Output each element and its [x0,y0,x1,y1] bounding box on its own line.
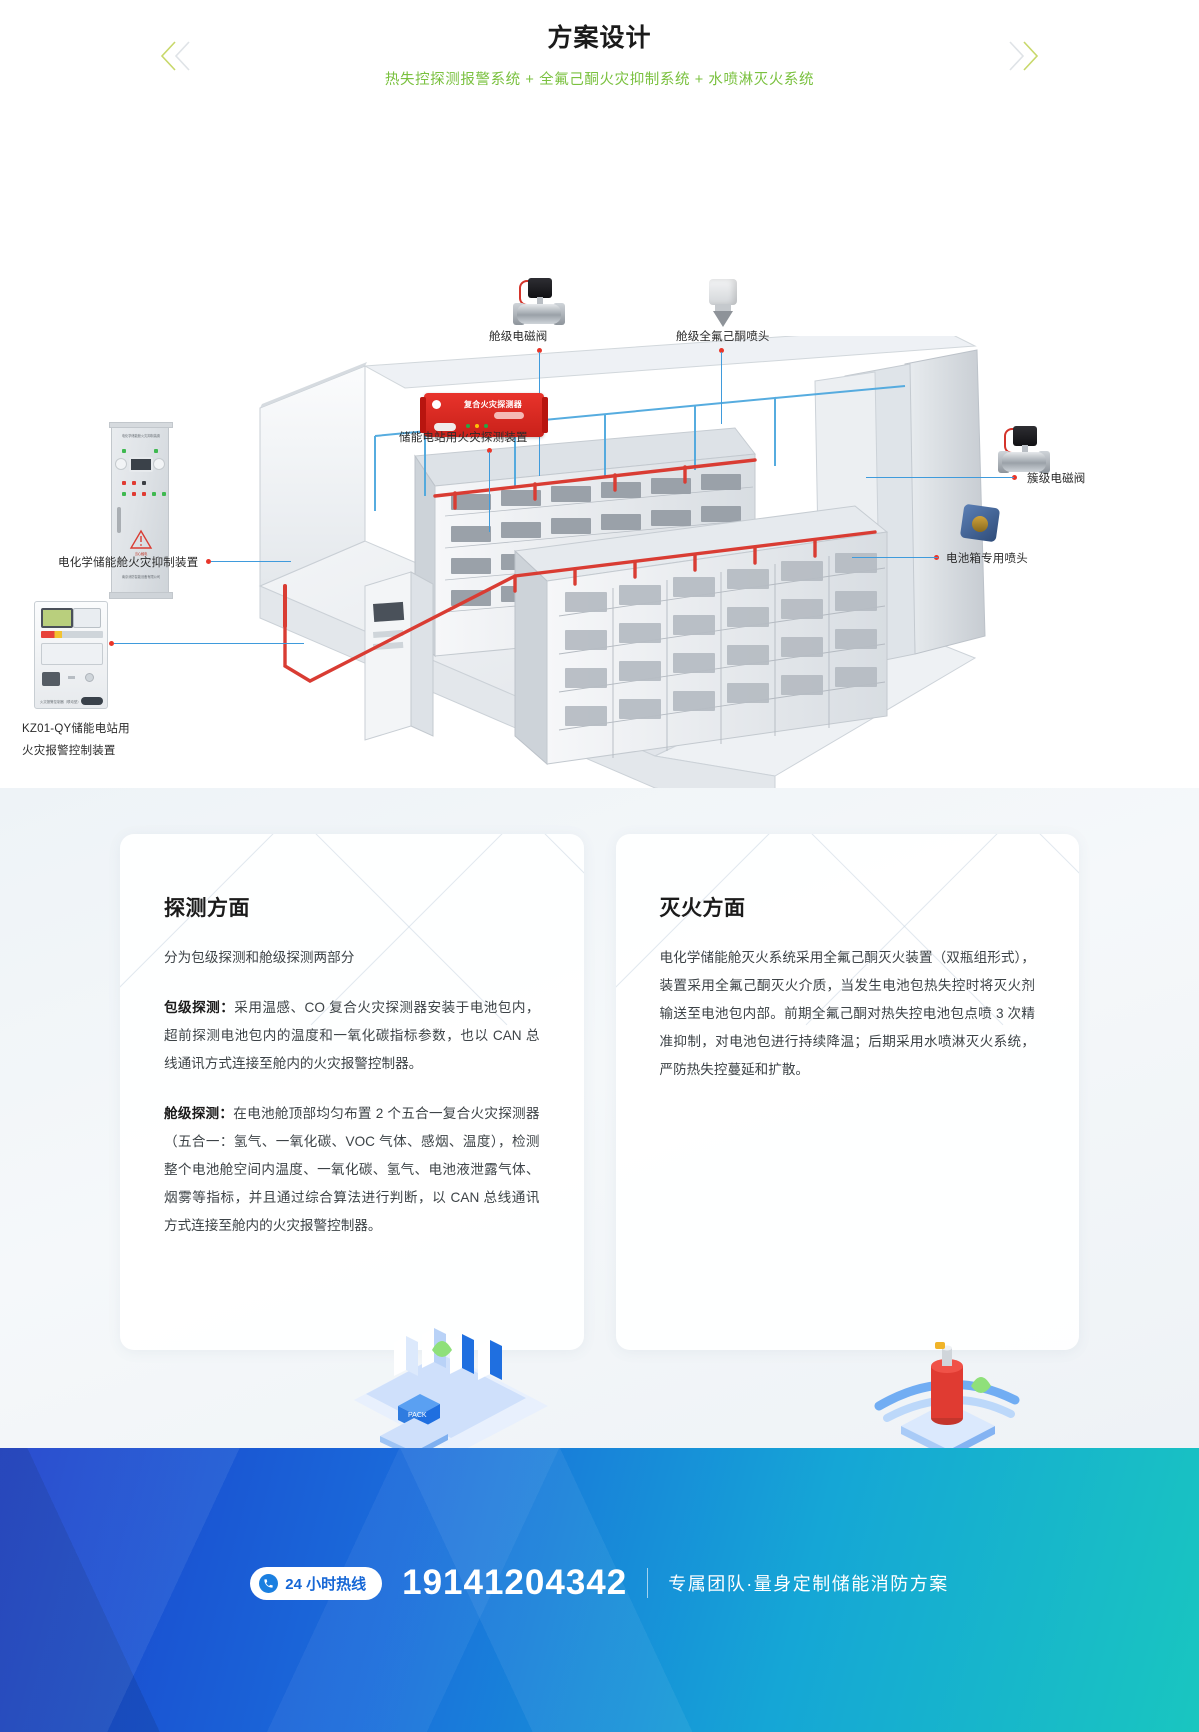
callout-label-cabin-solenoid-valve: 舱级电磁阀 [489,331,548,343]
callout-dot-cluster-solenoid-valve [1012,475,1017,480]
suppression-device-image: 电化学储能舱火灾抑制装置 当心触电 南京消防智能设备有限公司 [109,422,173,599]
hotline-label: 24 小时热线 [285,1575,367,1593]
diagram-section: 舱级电磁阀 舱级全氟己酮喷头 复合火灾探测器 储能电站用火灾探测装置 [0,96,1199,788]
callout-label-station-fire-detector: 储能电站用火灾探测装置 [399,432,528,444]
battery-box-nozzle-image [956,502,1004,546]
diagram-canvas: 舱级电磁阀 舱级全氟己酮喷头 复合火灾探测器 储能电站用火灾探测装置 [0,96,1199,788]
card-suppression-para-1-text: 电化学储能舱灭火系统采用全氟己酮灭火装置（双瓶组形式），装置采用全氟己酮灭火介质… [659,950,1036,1077]
cluster-solenoid-valve-image [996,424,1052,480]
callout-label-battery-box-nozzle: 电池箱专用喷头 [946,553,1028,565]
content-section: 探测方面 分为包级探测和舱级探测两部分 包级探测：采用温感、CO 复合火灾探测器… [0,788,1199,1454]
card-detection-title: 探测方面 [164,897,250,920]
footer-content: 24 小时热线 19141204342 专属团队·量身定制储能消防方案 [0,1448,1199,1732]
cards-row: 探测方面 分为包级探测和舱级探测两部分 包级探测：采用温感、CO 复合火灾探测器… [0,834,1199,1350]
card-detection-para-1-label: 包级探测： [164,1000,235,1015]
detector-device-name: 复合火灾探测器 [464,400,523,409]
card-detection-lead: 分为包级探测和舱级探测两部分 [164,944,540,972]
next-arrow-button[interactable] [991,36,1051,76]
footer-slogan: 专属团队·量身定制储能消防方案 [668,1574,949,1594]
page-header: 方案设计 热失控探测报警系统 + 全氟己酮火灾抑制系统 + 水喷淋灭火系统 [0,0,1199,96]
callout-line-cabin-novec-nozzle [721,352,722,424]
callout-label-cluster-solenoid-valve: 簇级电磁阀 [1027,473,1086,485]
callout-line-station-fire-detector [489,452,490,532]
pack-label: PACK [408,1412,427,1419]
callout-line-cluster-solenoid-valve [866,477,1014,478]
callout-line-battery-box-nozzle [852,557,938,558]
card-detection-para-2: 舱级探测：在电池舱顶部均匀布置 2 个五合一复合火灾探测器（五合一：氢气、一氧化… [164,1100,540,1240]
footer-bar: 24 小时热线 19141204342 专属团队·量身定制储能消防方案 [0,1448,1199,1732]
card-detection-para-2-label: 舱级探测： [164,1106,234,1121]
card-suppression-title: 灭火方面 [659,897,746,920]
card-detection: 探测方面 分为包级探测和舱级探测两部分 包级探测：采用温感、CO 复合火灾探测器… [120,834,584,1350]
callout-label-alarm-controller-line1: KZ01-QY储能电站用 [22,723,130,735]
callout-dot-cabin-solenoid-valve [537,348,542,353]
hotline-pill[interactable]: 24 小时热线 [250,1566,383,1600]
callout-label-cabin-novec-nozzle: 舱级全氟己酮喷头 [676,331,770,343]
cabin-solenoid-valve-image [511,276,567,332]
callout-dot-alarm-controller [109,641,114,646]
card-detection-para-1: 包级探测：采用温感、CO 复合火灾探测器安装于电池包内，超前探测电池包内的温度和… [164,994,540,1078]
internal-cabinet [364,571,434,741]
footer-divider [647,1568,649,1598]
callout-dot-cabin-novec-nozzle [719,348,724,353]
card-suppression: 灭火方面 电化学储能舱灭火系统采用全氟己酮灭火装置（双瓶组形式），装置采用全氟己… [615,834,1079,1350]
hotline-number[interactable]: 19141204342 [402,1563,628,1602]
prev-arrow-button[interactable] [148,36,208,76]
warning-triangle-icon [129,529,153,549]
card-detection-para-2-text: 在电池舱顶部均匀布置 2 个五合一复合火灾探测器（五合一：氢气、一氧化碳、VOC… [164,1106,540,1233]
callout-dot-station-fire-detector [487,448,492,453]
card-detection-para-1-text: 采用温感、CO 复合火灾探测器安装于电池包内，超前探测电池包内的温度和一氧化碳指… [164,1000,540,1071]
callout-line-suppression-device [211,561,291,562]
cabin-novec-nozzle-image [700,277,746,329]
container-illustration [258,336,986,788]
page-subtitle: 热失控探测报警系统 + 全氟己酮火灾抑制系统 + 水喷淋灭火系统 [384,72,815,88]
chevron-left-icon [160,41,190,71]
card-detection-lead-text: 分为包级探测和舱级探测两部分 [164,950,355,965]
callout-line-alarm-controller [114,643,304,644]
station-fire-detector-image: 复合火灾探测器 [420,393,548,437]
novec-pipe-network [283,458,877,683]
callout-dot-suppression-device [206,559,211,564]
callout-label-alarm-controller-line2: 火灾报警控制装置 [22,745,116,757]
card-suppression-para-1: 电化学储能舱灭火系统采用全氟己酮灭火装置（双瓶组形式），装置采用全氟己酮灭火介质… [660,944,1036,1084]
alarm-controller-image: 火灾报警控制器（联动型） [34,601,108,709]
callout-label-suppression-device: 电化学储能舱火灾抑制装置 [58,557,199,569]
chevron-right-icon [1009,41,1039,71]
phone-icon [259,1573,279,1593]
page-title: 方案设计 [547,24,652,52]
